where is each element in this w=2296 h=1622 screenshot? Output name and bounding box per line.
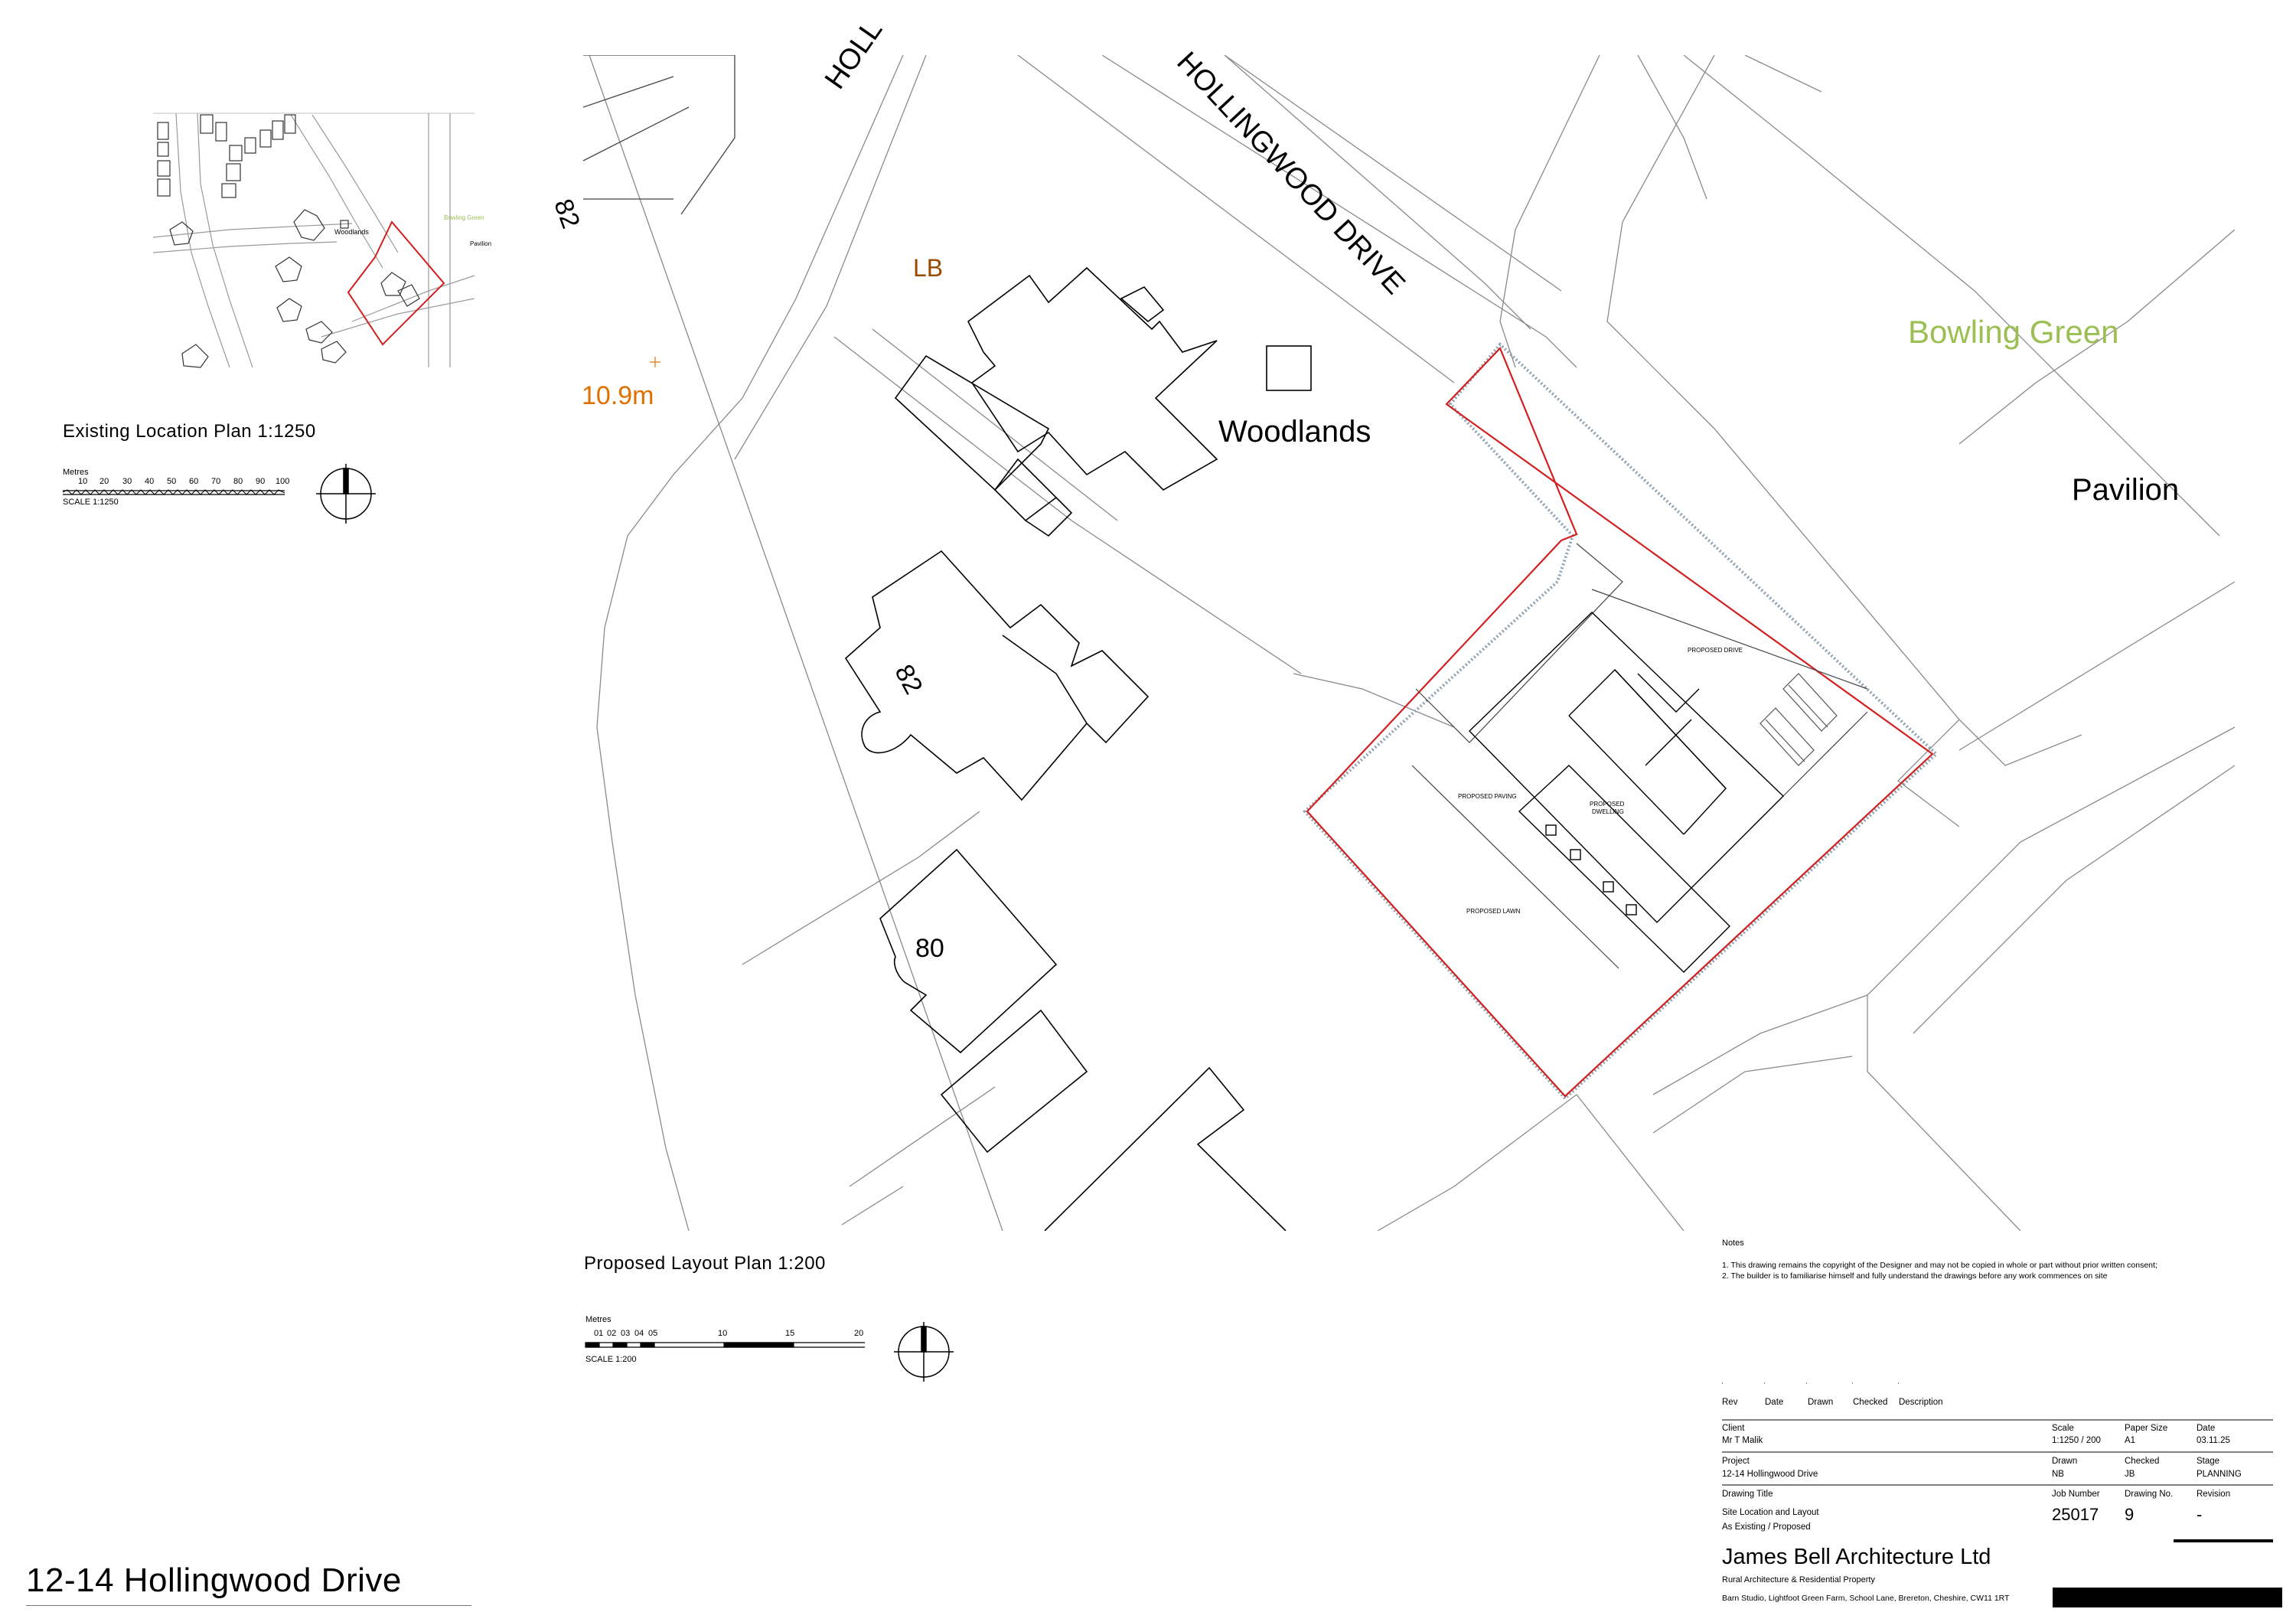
company-address: Barn Studio, Lightfoot Green Farm, Schoo…: [1722, 1594, 2010, 1603]
project-title-underline: [26, 1605, 471, 1606]
scale-tick: 01: [594, 1329, 604, 1338]
layout-plan-scale-bar: [585, 1342, 865, 1348]
scale-tick: 02: [607, 1329, 617, 1338]
checked-value: JB: [2125, 1470, 2135, 1479]
scale-tick: 10: [718, 1329, 728, 1338]
scale-tick: 80: [233, 477, 243, 486]
job-number-value: 25017: [2052, 1505, 2099, 1524]
layout-plan-scale-unit: Metres: [585, 1315, 612, 1324]
location-plan-title: Existing Location Plan 1:1250: [63, 421, 316, 442]
location-plan-bowling-green-label: Bowling Green: [444, 214, 484, 221]
rev-header: Rev: [1722, 1398, 1738, 1407]
paper-size-label: Paper Size: [2125, 1424, 2168, 1433]
revision-label: Revision: [2197, 1490, 2231, 1499]
drawing-title-label: Drawing Title: [1722, 1490, 1773, 1499]
layout-plan-title: Proposed Layout Plan 1:200: [584, 1253, 826, 1274]
layout-plan-north-arrow: [894, 1322, 954, 1382]
proposed-drive-label: PROPOSED DRIVE: [1688, 647, 1743, 654]
scale-tick: 50: [167, 477, 177, 486]
proposed-lawn-label: PROPOSED LAWN: [1466, 908, 1521, 915]
checked-label: Checked: [2125, 1457, 2160, 1466]
scale-tick: 10: [78, 477, 88, 486]
bowling-green-label: Bowling Green: [1908, 314, 2119, 350]
note-item: 1. This drawing remains the copyright of…: [1722, 1261, 2157, 1270]
drawing-title-line-2: As Existing / Proposed: [1722, 1522, 1811, 1532]
drawn-value: NB: [2052, 1470, 2064, 1479]
project-label: Project: [1722, 1457, 1750, 1466]
scale-tick: 90: [256, 477, 266, 486]
client-value: Mr T Malik: [1722, 1436, 1763, 1445]
project-title: 12-14 Hollingwood Drive: [26, 1562, 402, 1599]
scale-tick: 70: [211, 477, 221, 486]
spot-height-label: 10.9m: [582, 381, 654, 410]
location-plan-scale-note: SCALE 1:1250: [63, 498, 119, 507]
scale-tick: 30: [122, 477, 132, 486]
house-80-label: 80: [915, 934, 944, 963]
drawn-header: Drawn: [1808, 1398, 1834, 1407]
company-name: James Bell Architecture Ltd: [1722, 1545, 1991, 1569]
scale-tick: 60: [189, 477, 199, 486]
woodlands-label: Woodlands: [1218, 415, 1371, 449]
proposed-paving-label: PROPOSED PAVING: [1458, 793, 1517, 800]
scale-tick: 03: [621, 1329, 631, 1338]
scale-tick: 40: [145, 477, 155, 486]
pavilion-label: Pavilion: [2072, 473, 2180, 507]
date-header: Date: [1765, 1398, 1784, 1407]
stage-value: PLANNING: [2197, 1470, 2242, 1479]
paper-size-value: A1: [2125, 1436, 2136, 1445]
scale-value: 1:1250 / 200: [2052, 1436, 2101, 1445]
scale-tick: 20: [99, 477, 109, 486]
drawing-title-line-1: Site Location and Layout: [1722, 1508, 1819, 1517]
company-tagline: Rural Architecture & Residential Propert…: [1722, 1575, 1875, 1584]
location-plan-woodlands-label: Woodlands: [334, 228, 369, 236]
scale-tick: 15: [785, 1329, 795, 1338]
checked-header: Checked: [1853, 1398, 1888, 1407]
scale-tick: 20: [854, 1329, 864, 1338]
notes-heading: Notes: [1722, 1239, 1744, 1248]
date-label: Date: [2197, 1424, 2216, 1433]
scale-tick: 05: [648, 1329, 658, 1338]
drawn-label: Drawn: [2052, 1457, 2078, 1466]
location-plan-pavilion-label: Pavilion: [470, 240, 492, 247]
drawing-number-value: 9: [2125, 1505, 2135, 1524]
note-item: 2. The builder is to familiarise himself…: [1722, 1271, 2108, 1281]
scale-tick: 100: [276, 477, 290, 486]
layout-plan-scale-note: SCALE 1:200: [585, 1355, 637, 1364]
listed-building-label: LB: [913, 254, 944, 282]
job-number-label: Job Number: [2052, 1490, 2100, 1499]
project-value: 12-14 Hollingwood Drive: [1722, 1470, 1818, 1479]
drawing-number-label: Drawing No.: [2125, 1490, 2174, 1499]
proposed-dwelling-label-2: DWELLING: [1592, 808, 1624, 815]
scale-label: Scale: [2052, 1424, 2074, 1433]
date-value: 03.11.25: [2197, 1436, 2230, 1445]
scale-tick: 04: [634, 1329, 644, 1338]
revision-value: -: [2197, 1505, 2203, 1524]
stage-label: Stage: [2197, 1457, 2220, 1466]
proposed-dwelling-label-1: PROPOSED: [1590, 801, 1625, 808]
client-label: Client: [1722, 1424, 1745, 1433]
description-header: Description: [1899, 1398, 1943, 1407]
location-plan-scale-unit: Metres: [63, 468, 89, 477]
